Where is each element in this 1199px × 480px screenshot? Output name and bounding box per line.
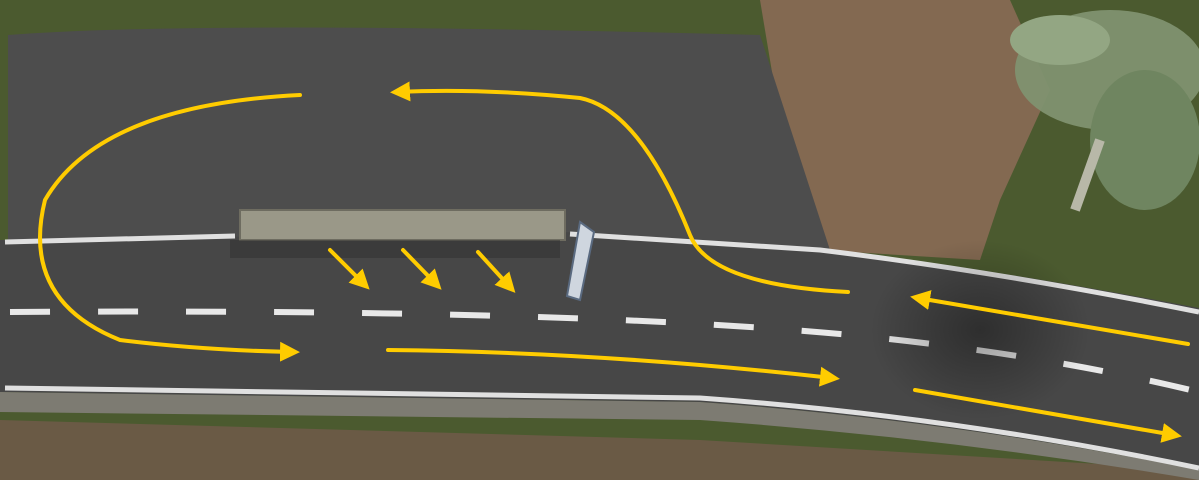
barrier-shadow (230, 240, 560, 258)
concrete-barrier (240, 210, 565, 240)
tree-shadow (870, 240, 1090, 420)
